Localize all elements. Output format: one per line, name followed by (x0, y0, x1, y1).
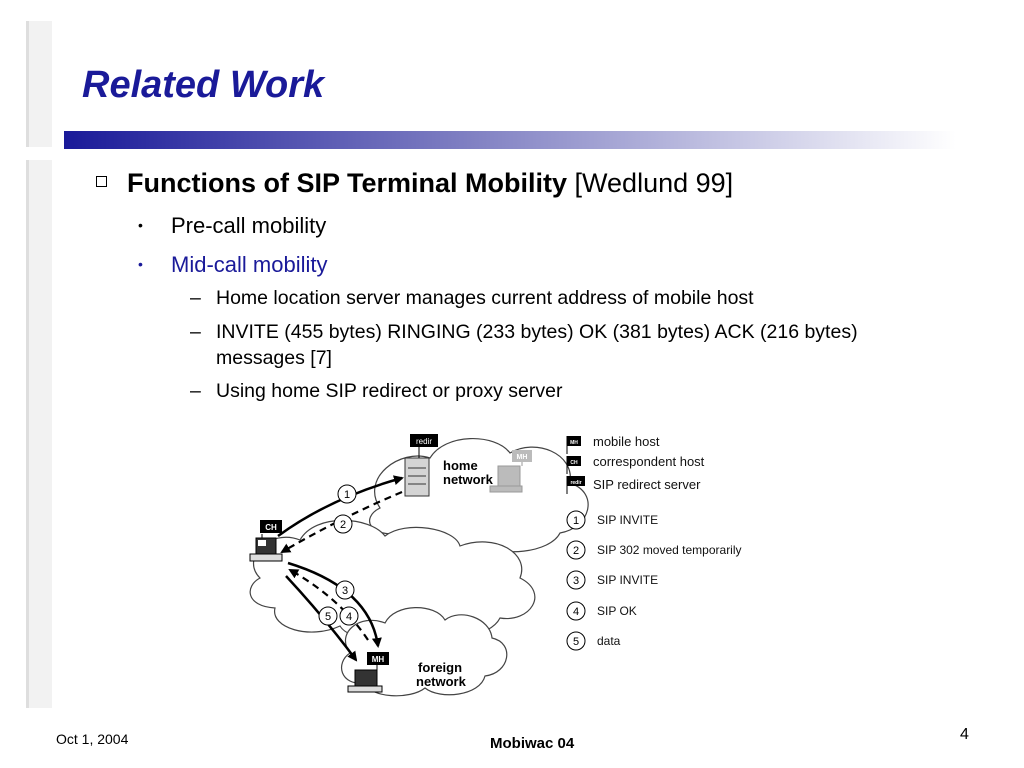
home-network-label-line2: network (443, 472, 494, 487)
bullet-pre-call: • Pre-call mobility (138, 213, 326, 239)
bullet-text: Pre-call mobility (171, 213, 327, 238)
sub-bullet-text: INVITE (455 bytes) RINGING (233 bytes) O… (216, 321, 858, 343)
arrow-step-2 (280, 490, 403, 554)
bullet-dot-icon: • (138, 256, 143, 272)
svg-text:correspondent host: correspondent host (593, 454, 705, 469)
foreign-mobile-host-flag (367, 652, 389, 665)
footer-date: Oct 1, 2004 (56, 731, 129, 747)
foreign-network-label-line2: network (416, 674, 467, 689)
legend-correspondent-host: CH correspondent host (566, 454, 705, 474)
dash-bullet-icon: – (190, 380, 201, 402)
arrow-step-1 (277, 475, 404, 538)
step-marker-3: 3 (335, 580, 355, 600)
decorative-bar-top (26, 21, 52, 147)
square-bullet-icon (96, 176, 107, 188)
ch-flag-label: CH (265, 523, 277, 532)
svg-text:5: 5 (573, 636, 579, 648)
arrow-step-4 (288, 569, 369, 641)
legend-step-3: 3 SIP INVITE (566, 570, 658, 590)
svg-text:mobile host: mobile host (593, 434, 660, 449)
svg-text:1: 1 (344, 489, 350, 501)
legend-step-4: 4 SIP OK (566, 601, 637, 621)
svg-text:SIP OK: SIP OK (597, 604, 637, 618)
svg-text:MH: MH (570, 440, 578, 446)
mh-flag-label: MH (372, 655, 385, 664)
step-marker-5: 5 (318, 606, 338, 626)
bullet-dot-icon: • (138, 217, 143, 233)
svg-text:3: 3 (342, 585, 348, 597)
svg-text:redir: redir (570, 480, 581, 486)
svg-text:SIP 302 moved temporarily: SIP 302 moved temporarily (597, 543, 742, 557)
decorative-bar-bottom (26, 160, 52, 708)
redirect-flag (410, 434, 438, 447)
dash-bullet-icon: – (190, 287, 201, 309)
home-mh-flag-label: MH (517, 454, 528, 461)
svg-text:data: data (597, 634, 621, 648)
svg-text:4: 4 (346, 611, 352, 623)
home-mobile-host-flag (512, 450, 532, 462)
bullet-mid-call: • Mid-call mobility (138, 252, 327, 278)
home-mobile-host-ghost-icon (497, 465, 521, 487)
sub-bullet-redirect-proxy: –Using home SIP redirect or proxy server (190, 380, 562, 403)
svg-text:CH: CH (570, 460, 578, 466)
page-number: 4 (960, 726, 969, 743)
foreign-mobile-host-icon (354, 669, 378, 687)
bullet-text: Mid-call mobility (171, 252, 328, 277)
title-gradient-rule (64, 131, 956, 149)
sub-bullet-continuation: messages [7] (216, 347, 332, 369)
svg-text:SIP redirect server: SIP redirect server (593, 477, 701, 492)
legend-step-1: 1 SIP INVITE (566, 510, 658, 530)
footer-conference: Mobiwac 04 (490, 735, 575, 752)
redirect-flag-label: redir (416, 437, 432, 446)
svg-text:2: 2 (573, 545, 579, 557)
home-network-label-line1: home (443, 458, 478, 473)
dash-bullet-icon: – (190, 321, 201, 343)
sub-bullet-text: Home location server manages current add… (216, 287, 754, 309)
svg-text:SIP INVITE: SIP INVITE (597, 513, 658, 527)
svg-text:2: 2 (340, 519, 346, 531)
legend-mobile-host: MH mobile host (566, 434, 660, 454)
legend-redirect-server: redir SIP redirect server (566, 476, 701, 494)
sub-bullet-message-sizes: –INVITE (455 bytes) RINGING (233 bytes) … (190, 321, 858, 344)
sub-bullet-text: Using home SIP redirect or proxy server (216, 380, 563, 402)
sub-bullet-home-location: –Home location server manages current ad… (190, 287, 754, 310)
step-marker-2: 2 (333, 514, 353, 534)
svg-text:3: 3 (573, 575, 579, 587)
page-title: Related Work (82, 64, 325, 106)
svg-text:1: 1 (573, 515, 579, 527)
heading-reference: [Wedlund 99] (574, 168, 734, 198)
legend-step-2: 2 SIP 302 moved temporarily (566, 540, 742, 560)
step-marker-4: 4 (339, 606, 359, 626)
sip-mobility-diagram: redir home network MH CH MH foreign netw… (249, 434, 742, 697)
step-marker-1: 1 (337, 484, 357, 504)
main-heading: Functions of SIP Terminal Mobility [Wedl… (96, 168, 733, 199)
correspondent-host-flag (260, 520, 282, 533)
foreign-network-label-line1: foreign (418, 660, 462, 675)
svg-text:SIP INVITE: SIP INVITE (597, 573, 658, 587)
redirect-server-icon (404, 457, 430, 497)
heading-bold-text: Functions of SIP Terminal Mobility (127, 168, 568, 198)
svg-text:5: 5 (325, 611, 331, 623)
svg-text:4: 4 (573, 606, 579, 618)
legend-step-5: 5 data (566, 631, 621, 651)
